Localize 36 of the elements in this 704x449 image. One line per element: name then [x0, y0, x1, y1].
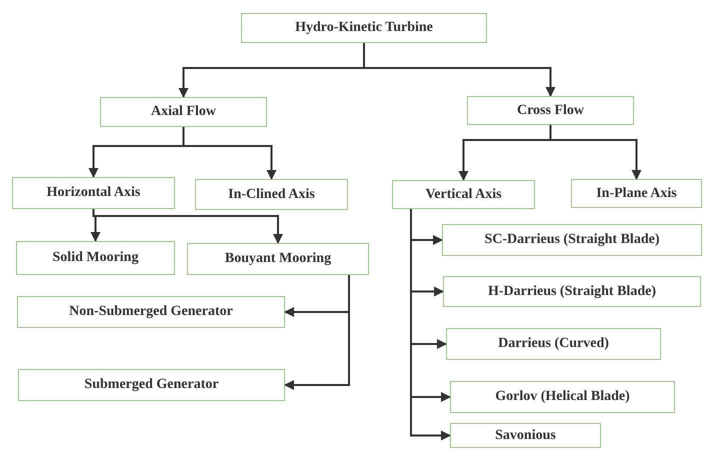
- category-box: [100, 97, 267, 127]
- arrow: [284, 275, 350, 390]
- category-box: [187, 243, 369, 275]
- node-label: Gorlov (Helical Blade): [495, 389, 630, 405]
- category-box: [571, 179, 702, 208]
- node-label: Savonious: [495, 428, 556, 444]
- node-label: In-Plane Axis: [596, 186, 677, 202]
- category-box: [450, 423, 601, 448]
- node-label: Non-Submerged Generator: [69, 304, 233, 320]
- category-box: [450, 381, 675, 413]
- category-box: [241, 13, 487, 43]
- node-label: SC-Darrieus (Straight Blade): [484, 232, 660, 248]
- category-box: [18, 369, 285, 401]
- node-label: Bouyant Mooring: [224, 251, 332, 267]
- node-label: Vertical Axis: [425, 186, 502, 202]
- category-box: [16, 241, 175, 275]
- arrow: [550, 125, 642, 180]
- category-box: [12, 177, 175, 209]
- node-label: Darrieus (Curved): [498, 336, 609, 352]
- category-box: [392, 180, 535, 209]
- category-box: [443, 276, 701, 307]
- category-box: [195, 179, 348, 210]
- node-label: H-Darrieus (Straight Blade): [488, 284, 656, 300]
- arrow: [410, 209, 451, 440]
- category-box: [467, 96, 634, 125]
- category-box: [446, 328, 661, 360]
- node-label: Cross Flow: [516, 102, 584, 118]
- category-box: [442, 224, 702, 256]
- node-label: Hydro-Kinetic Turbine: [295, 20, 433, 36]
- category-box: [17, 296, 285, 328]
- node-label: In-Clined Axis: [228, 186, 315, 202]
- node-label: Horizontal Axis: [46, 185, 140, 201]
- node-label: Submerged Generator: [84, 377, 219, 393]
- node-label: Solid Mooring: [52, 250, 138, 266]
- node-label: Axial Flow: [151, 104, 216, 120]
- arrow: [363, 43, 556, 97]
